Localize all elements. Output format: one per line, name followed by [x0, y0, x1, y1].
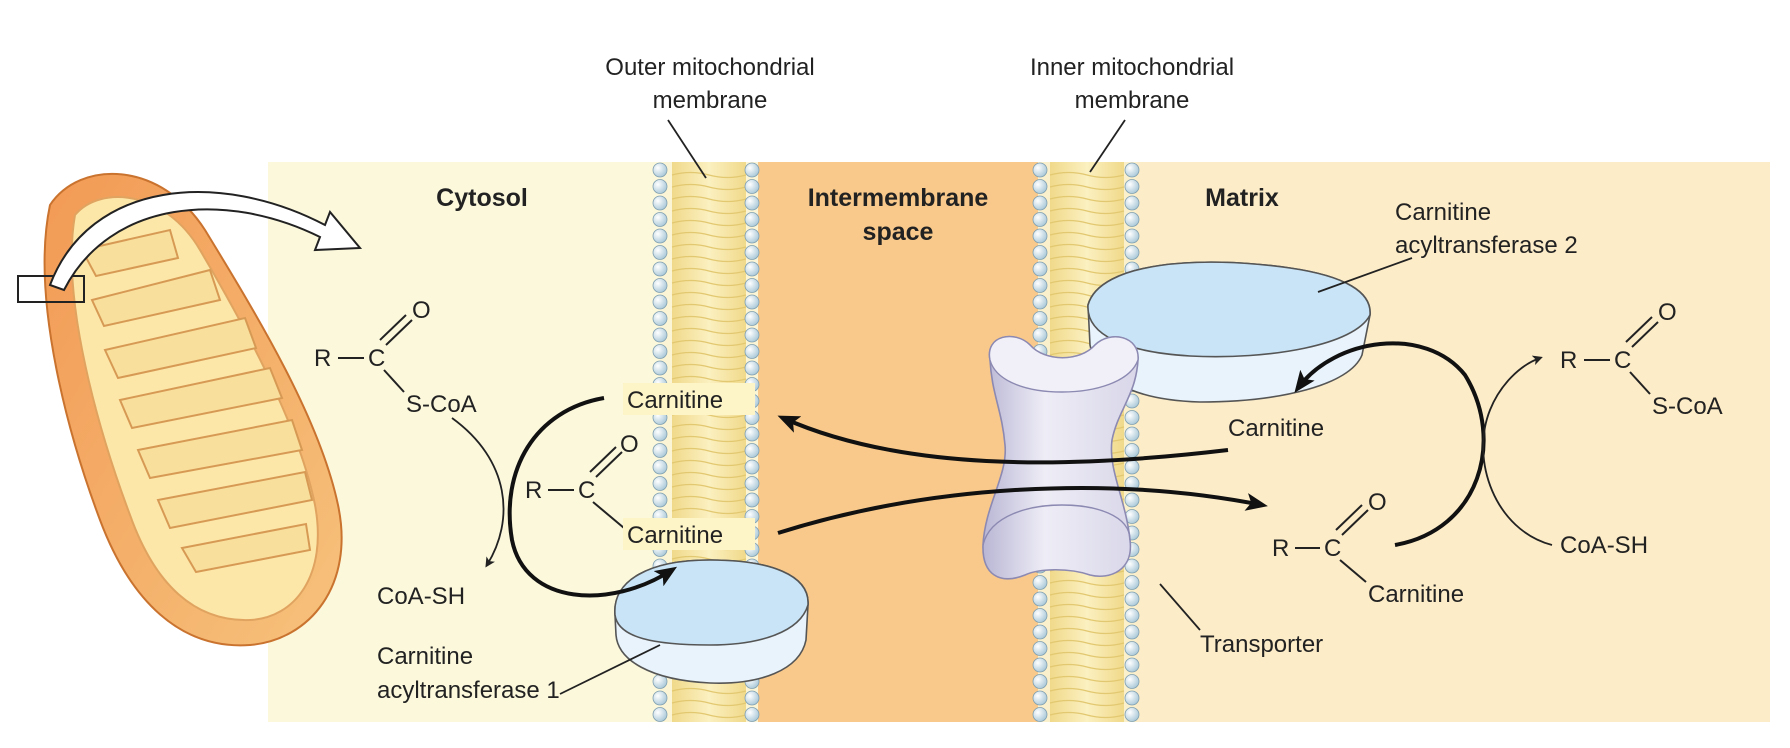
- carnitine-top-box: [623, 383, 755, 415]
- svg-text:C: C: [1614, 347, 1631, 374]
- svg-text:O: O: [1658, 299, 1677, 326]
- svg-text:R: R: [314, 345, 331, 372]
- matrix-label: Matrix: [1205, 184, 1279, 212]
- cat2-label: Carnitine: [1395, 199, 1491, 226]
- cat1-label: Carnitine: [377, 643, 473, 670]
- svg-text:O: O: [1368, 489, 1387, 516]
- cat2-label-2: acyltransferase 2: [1395, 232, 1578, 259]
- svg-text:R: R: [1272, 535, 1289, 562]
- svg-text:O: O: [412, 297, 431, 324]
- matrix-region: [1136, 162, 1770, 722]
- acylcarnitine-import-arrow: [777, 486, 1268, 535]
- svg-text:O: O: [620, 431, 639, 458]
- svg-text:Carnitine: Carnitine: [1368, 581, 1464, 608]
- carnitine-acyltransferase-2: [1087, 261, 1371, 403]
- cytosol-coa-sh: CoA-SH: [377, 583, 465, 610]
- intermembrane-label: Intermembrane: [808, 184, 989, 212]
- cat1-cycle-arrow: [507, 396, 678, 598]
- svg-text:R: R: [525, 477, 542, 504]
- svg-text:C: C: [1324, 535, 1341, 562]
- inner-membrane-label-2: membrane: [1075, 87, 1190, 114]
- transporter: [982, 335, 1139, 580]
- cat2-cycle-arrow: [1294, 341, 1486, 547]
- mitochondrion-illustration: [17, 172, 363, 647]
- inner-membrane-label: Inner mitochondrial: [1030, 54, 1234, 81]
- cytosol-acyl-coa: R C O S-CoA: [314, 297, 477, 418]
- matrix-carnitine: Carnitine: [1228, 415, 1324, 442]
- cytosol-label: Cytosol: [436, 184, 528, 212]
- outer-membrane-label-2: membrane: [653, 87, 768, 114]
- matrix-acyl-coa: R C O S-CoA: [1560, 299, 1723, 420]
- carnitine-return-arrow: [777, 415, 1229, 465]
- zoom-arrow: [48, 191, 363, 292]
- carnitine-acyltransferase-1: [614, 559, 809, 684]
- carnitine-top: Carnitine: [627, 387, 723, 414]
- svg-text:C: C: [368, 345, 385, 372]
- svg-text:Carnitine: Carnitine: [627, 522, 723, 549]
- outer-acyl-carnitine: R C O Carnitine: [525, 431, 755, 550]
- transporter-label: Transporter: [1200, 631, 1323, 658]
- zoom-box: [17, 275, 85, 303]
- svg-text:S-CoA: S-CoA: [1652, 393, 1723, 420]
- outer-membrane-label: Outer mitochondrial: [605, 54, 814, 81]
- svg-text:C: C: [578, 477, 595, 504]
- svg-text:R: R: [1560, 347, 1577, 374]
- matrix-coa-sh: CoA-SH: [1560, 532, 1648, 559]
- cytosol-region: [268, 162, 660, 722]
- intermembrane-label-2: space: [863, 218, 934, 246]
- svg-text:S-CoA: S-CoA: [406, 391, 477, 418]
- coa-release-arrow: [451, 417, 505, 568]
- matrix-acyl-carnitine: R C O Carnitine: [1272, 489, 1464, 608]
- cat1-label-2: acyltransferase 1: [377, 677, 560, 704]
- coa-uptake-arrow: [1482, 355, 1553, 546]
